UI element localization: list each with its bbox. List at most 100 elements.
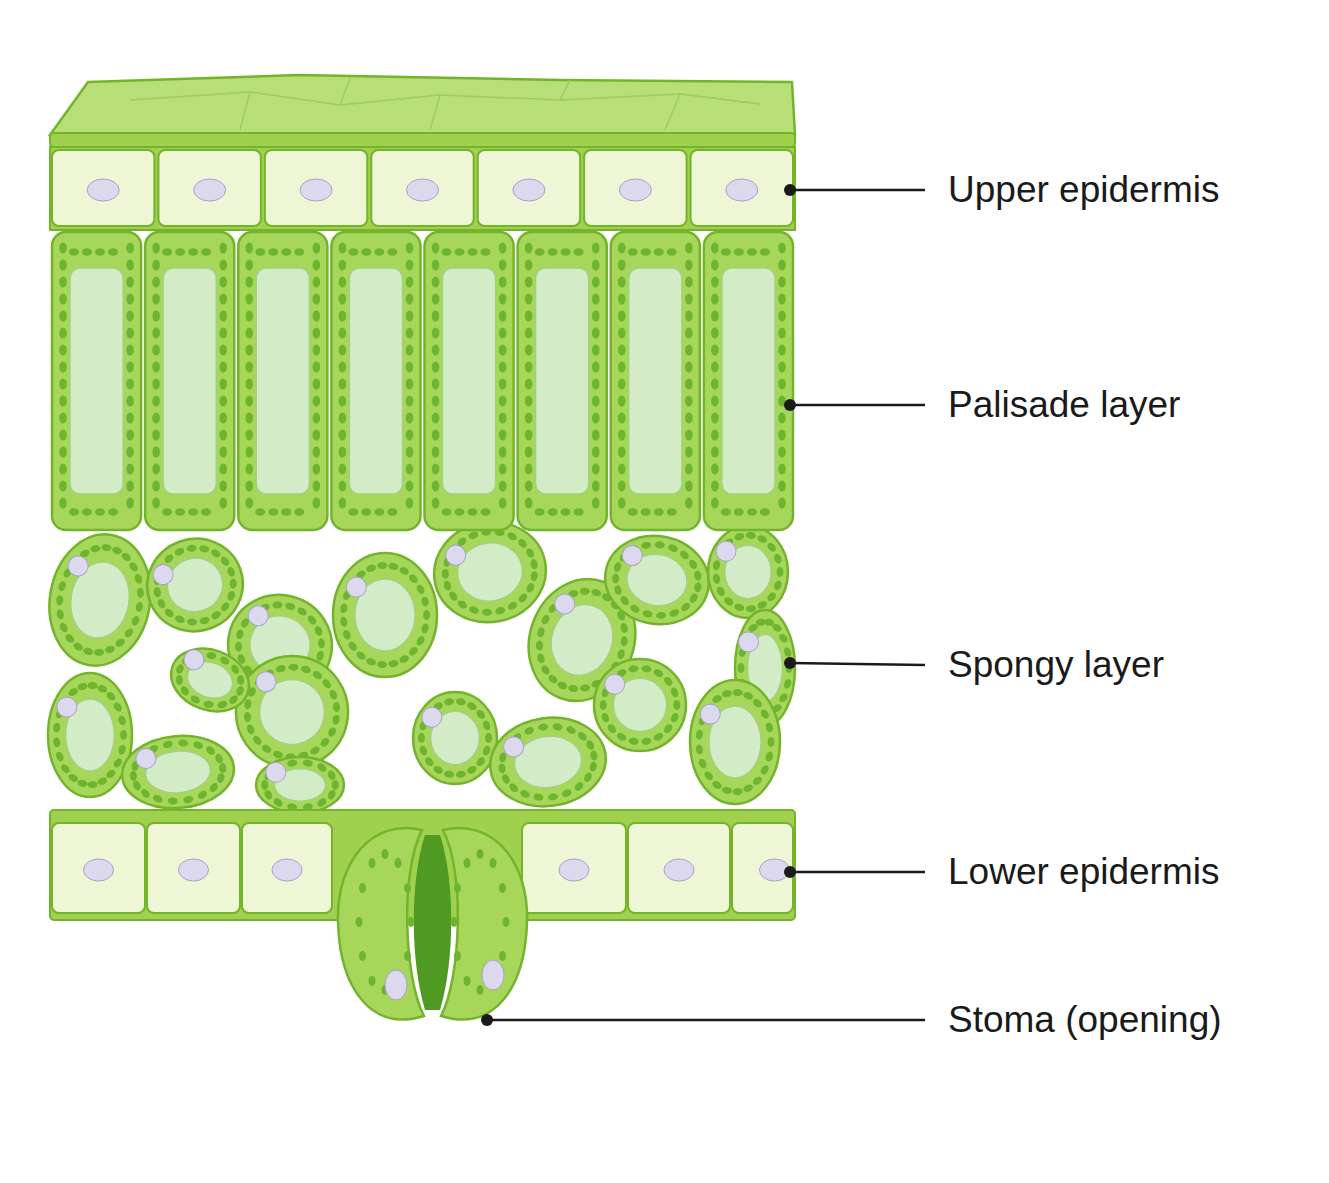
chloroplast bbox=[711, 464, 719, 475]
chloroplast bbox=[126, 379, 134, 390]
chloroplast bbox=[268, 248, 278, 256]
chloroplast bbox=[332, 702, 340, 713]
chloroplast bbox=[685, 379, 693, 390]
spongy-cell bbox=[256, 757, 344, 813]
chloroplast bbox=[404, 951, 411, 961]
chloroplast bbox=[153, 587, 162, 598]
chloroplast bbox=[592, 413, 600, 424]
chloroplast bbox=[182, 795, 193, 804]
chloroplast bbox=[126, 260, 134, 271]
chloroplast bbox=[275, 664, 286, 673]
chloroplast bbox=[340, 616, 348, 627]
chloroplast bbox=[573, 780, 585, 792]
chloroplast bbox=[175, 248, 185, 256]
chloroplast bbox=[711, 362, 719, 373]
chloroplast bbox=[407, 645, 419, 657]
chloroplast bbox=[245, 362, 253, 373]
chloroplast bbox=[466, 701, 478, 712]
nucleus bbox=[605, 674, 625, 694]
part-label: Palisade layer bbox=[948, 384, 1180, 427]
chloroplast bbox=[406, 430, 414, 441]
spongy-cells bbox=[39, 513, 795, 814]
chloroplast bbox=[712, 560, 721, 571]
chloroplast bbox=[359, 951, 366, 961]
chloroplast bbox=[432, 311, 440, 322]
chloroplast bbox=[58, 621, 69, 633]
chloroplast bbox=[517, 537, 529, 549]
chloroplast bbox=[525, 328, 533, 339]
chloroplast bbox=[499, 430, 507, 441]
chloroplast bbox=[697, 757, 708, 769]
chloroplast bbox=[388, 659, 399, 668]
chloroplast bbox=[468, 248, 478, 256]
chloroplast bbox=[302, 759, 313, 768]
chloroplast bbox=[188, 508, 198, 516]
chloroplast bbox=[580, 684, 591, 692]
chloroplast bbox=[53, 722, 61, 733]
epidermis-cell bbox=[158, 150, 260, 226]
chloroplast bbox=[499, 362, 507, 373]
chloroplast bbox=[313, 413, 321, 424]
chloroplast bbox=[59, 464, 67, 475]
cell-wall bbox=[145, 232, 234, 530]
chloroplast bbox=[454, 951, 461, 961]
chloroplast bbox=[339, 362, 347, 373]
chloroplast bbox=[778, 430, 786, 441]
chloroplast bbox=[219, 655, 231, 666]
chloroplast bbox=[339, 379, 347, 390]
chloroplast bbox=[500, 773, 511, 785]
chloroplast bbox=[628, 737, 639, 746]
chloroplast bbox=[667, 508, 677, 516]
nucleus bbox=[385, 970, 407, 1000]
chloroplast bbox=[339, 243, 347, 254]
vacuole bbox=[70, 268, 123, 494]
chloroplast bbox=[561, 508, 571, 516]
chloroplast bbox=[313, 430, 321, 441]
cell-wall bbox=[425, 232, 514, 530]
chloroplast bbox=[464, 976, 471, 986]
cell-wall bbox=[52, 232, 141, 530]
chloroplast bbox=[388, 562, 399, 571]
chloroplast bbox=[59, 345, 67, 356]
chloroplast bbox=[219, 277, 227, 288]
chloroplast bbox=[589, 761, 598, 772]
chloroplast bbox=[126, 413, 134, 424]
chloroplast bbox=[751, 697, 763, 709]
chloroplast bbox=[235, 685, 245, 697]
chloroplast bbox=[656, 612, 666, 620]
guard-cell bbox=[441, 828, 527, 1019]
epidermis-cell bbox=[52, 823, 145, 913]
chloroplast bbox=[95, 248, 105, 256]
chloroplast bbox=[152, 260, 160, 271]
chloroplast bbox=[455, 770, 466, 779]
chloroplast bbox=[251, 734, 263, 746]
chloroplast bbox=[59, 413, 67, 424]
chloroplast bbox=[585, 739, 596, 751]
chloroplast bbox=[742, 783, 754, 793]
chloroplast bbox=[398, 566, 410, 577]
chloroplast bbox=[268, 508, 278, 516]
chloroplast bbox=[128, 561, 140, 573]
chloroplast bbox=[685, 413, 693, 424]
chloroplast bbox=[313, 345, 321, 356]
chloroplast bbox=[306, 614, 318, 626]
chloroplast bbox=[108, 248, 118, 256]
chloroplast bbox=[711, 311, 719, 322]
chloroplast bbox=[771, 622, 783, 633]
chloroplast bbox=[481, 508, 491, 516]
chloroplast bbox=[475, 708, 487, 720]
cell-wall bbox=[518, 232, 607, 530]
chloroplast bbox=[219, 328, 227, 339]
chloroplast bbox=[339, 328, 347, 339]
chloroplast bbox=[600, 712, 610, 724]
chloroplast bbox=[565, 725, 577, 736]
chloroplast bbox=[406, 260, 414, 271]
palisade-cell bbox=[331, 232, 420, 530]
cell-wall bbox=[708, 526, 788, 618]
chloroplast bbox=[652, 731, 664, 742]
chloroplast bbox=[618, 481, 626, 492]
epidermis-cell bbox=[265, 150, 367, 226]
nucleus bbox=[619, 179, 651, 201]
chloroplast bbox=[711, 413, 719, 424]
chloroplast bbox=[59, 481, 67, 492]
